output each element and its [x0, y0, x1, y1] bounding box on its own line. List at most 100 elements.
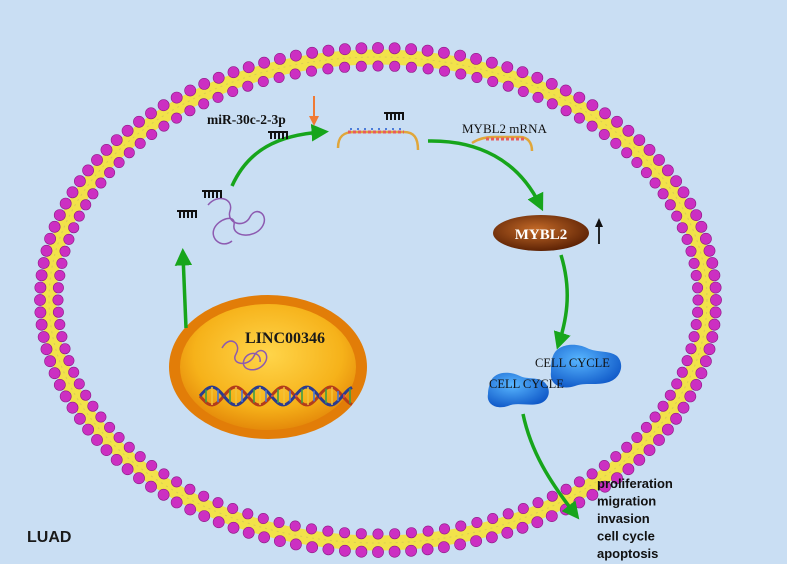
lipid-head	[470, 53, 482, 65]
lipid-head	[677, 401, 690, 414]
lipid-head	[170, 496, 183, 509]
lipid-head	[690, 209, 703, 221]
membrane-outer-heads	[34, 42, 722, 558]
lipid-head	[54, 269, 66, 281]
lipid-head	[677, 186, 690, 199]
lipid-head	[516, 66, 529, 79]
lipid-head	[487, 512, 499, 524]
mrna-label: MYBL2 mRNA	[462, 121, 547, 136]
arrow-mybl2-to-cellcycle	[553, 254, 571, 350]
lipid-head	[184, 84, 197, 97]
lipid-head	[573, 91, 586, 104]
membrane-inner-heads	[52, 60, 704, 540]
lipid-head	[643, 444, 656, 456]
lipid-head	[372, 60, 384, 72]
lipid-head	[471, 72, 483, 84]
lipid-head	[80, 199, 92, 211]
lipid-head	[633, 453, 646, 466]
lipid-head	[688, 257, 700, 269]
lipid-head	[633, 134, 646, 146]
lipid-head	[242, 526, 255, 539]
lipid-head	[66, 186, 79, 199]
lipid-head	[573, 476, 585, 488]
lipid-head	[681, 233, 693, 245]
nucleus-label: LINC00346	[245, 330, 325, 347]
mybl2-label: MYBL2	[515, 227, 568, 243]
lipid-head	[598, 129, 610, 141]
lipid-head	[708, 269, 721, 282]
lipid-head	[422, 63, 434, 75]
lipid-head	[59, 245, 71, 257]
lipid-head	[184, 503, 197, 516]
lipid-head	[198, 490, 210, 502]
lipid-head	[517, 502, 529, 514]
lipid-head	[664, 389, 676, 401]
lipid-head	[227, 66, 240, 79]
lipid-head	[454, 49, 466, 62]
lipid-head	[437, 541, 450, 554]
lipid-head	[709, 281, 722, 294]
outcome-item: migration	[597, 494, 656, 509]
lipid-head	[621, 441, 633, 453]
lipid-head	[546, 490, 558, 502]
lipid-head	[34, 281, 47, 294]
lipid-head	[338, 544, 351, 557]
lipid-head	[35, 318, 48, 331]
lipid-head	[487, 76, 499, 88]
lipid-head	[531, 516, 544, 529]
cell-membrane	[34, 42, 722, 558]
lipid-head	[52, 306, 64, 318]
lipid-head	[74, 175, 86, 188]
lipid-head	[100, 444, 113, 456]
lipid-head	[91, 434, 103, 446]
lipid-head	[621, 147, 633, 159]
outcome-item: cell cycle	[597, 529, 655, 544]
cell-cycle-blob-b	[487, 372, 549, 408]
lipid-head	[212, 516, 225, 529]
lipid-head	[695, 220, 708, 233]
lipid-head	[389, 528, 401, 540]
lipid-head	[611, 472, 623, 485]
lipid-head	[110, 134, 123, 146]
lipid-head	[40, 244, 53, 257]
lipid-head	[517, 86, 529, 98]
lipid-head	[657, 188, 669, 200]
lipid-head	[640, 421, 652, 433]
lipid-head	[438, 65, 450, 77]
lipid-head	[690, 318, 702, 330]
outcome-item: apoptosis	[597, 546, 658, 561]
lipid-head	[516, 521, 529, 534]
lipid-head	[454, 538, 466, 551]
lipid-head	[622, 463, 635, 476]
lipid-head	[40, 343, 53, 356]
lipid-head	[640, 167, 652, 179]
lipid-head	[502, 80, 514, 92]
lipid-head	[73, 378, 85, 390]
lipid-head	[695, 367, 708, 380]
lipid-head	[273, 72, 285, 84]
lipid-head	[559, 84, 572, 97]
lipid-head	[586, 120, 598, 132]
lipid-head	[273, 53, 286, 65]
lipid-head	[531, 71, 544, 84]
lipid-head	[257, 512, 269, 524]
lipid-head	[56, 257, 68, 269]
lipid-head	[242, 80, 254, 92]
lipid-head	[322, 543, 335, 556]
lipid-head	[48, 367, 61, 380]
lipid-head	[339, 61, 351, 73]
sponge-coil-icon	[207, 197, 266, 245]
lipid-head	[676, 366, 688, 378]
lipid-head	[372, 546, 384, 558]
lipid-head	[471, 516, 483, 528]
lipid-head	[157, 99, 170, 112]
lipid-head	[184, 483, 196, 495]
dna-helix-icon	[198, 385, 353, 407]
lipid-head	[170, 91, 183, 104]
lipid-head	[305, 65, 317, 77]
lipid-head	[171, 112, 183, 124]
nucleus-body	[180, 304, 356, 430]
lipid-head	[198, 510, 211, 522]
lipid-head	[87, 188, 99, 200]
cell-cycle-complex: CELL CYCLE CELL CYCLE	[487, 344, 622, 408]
